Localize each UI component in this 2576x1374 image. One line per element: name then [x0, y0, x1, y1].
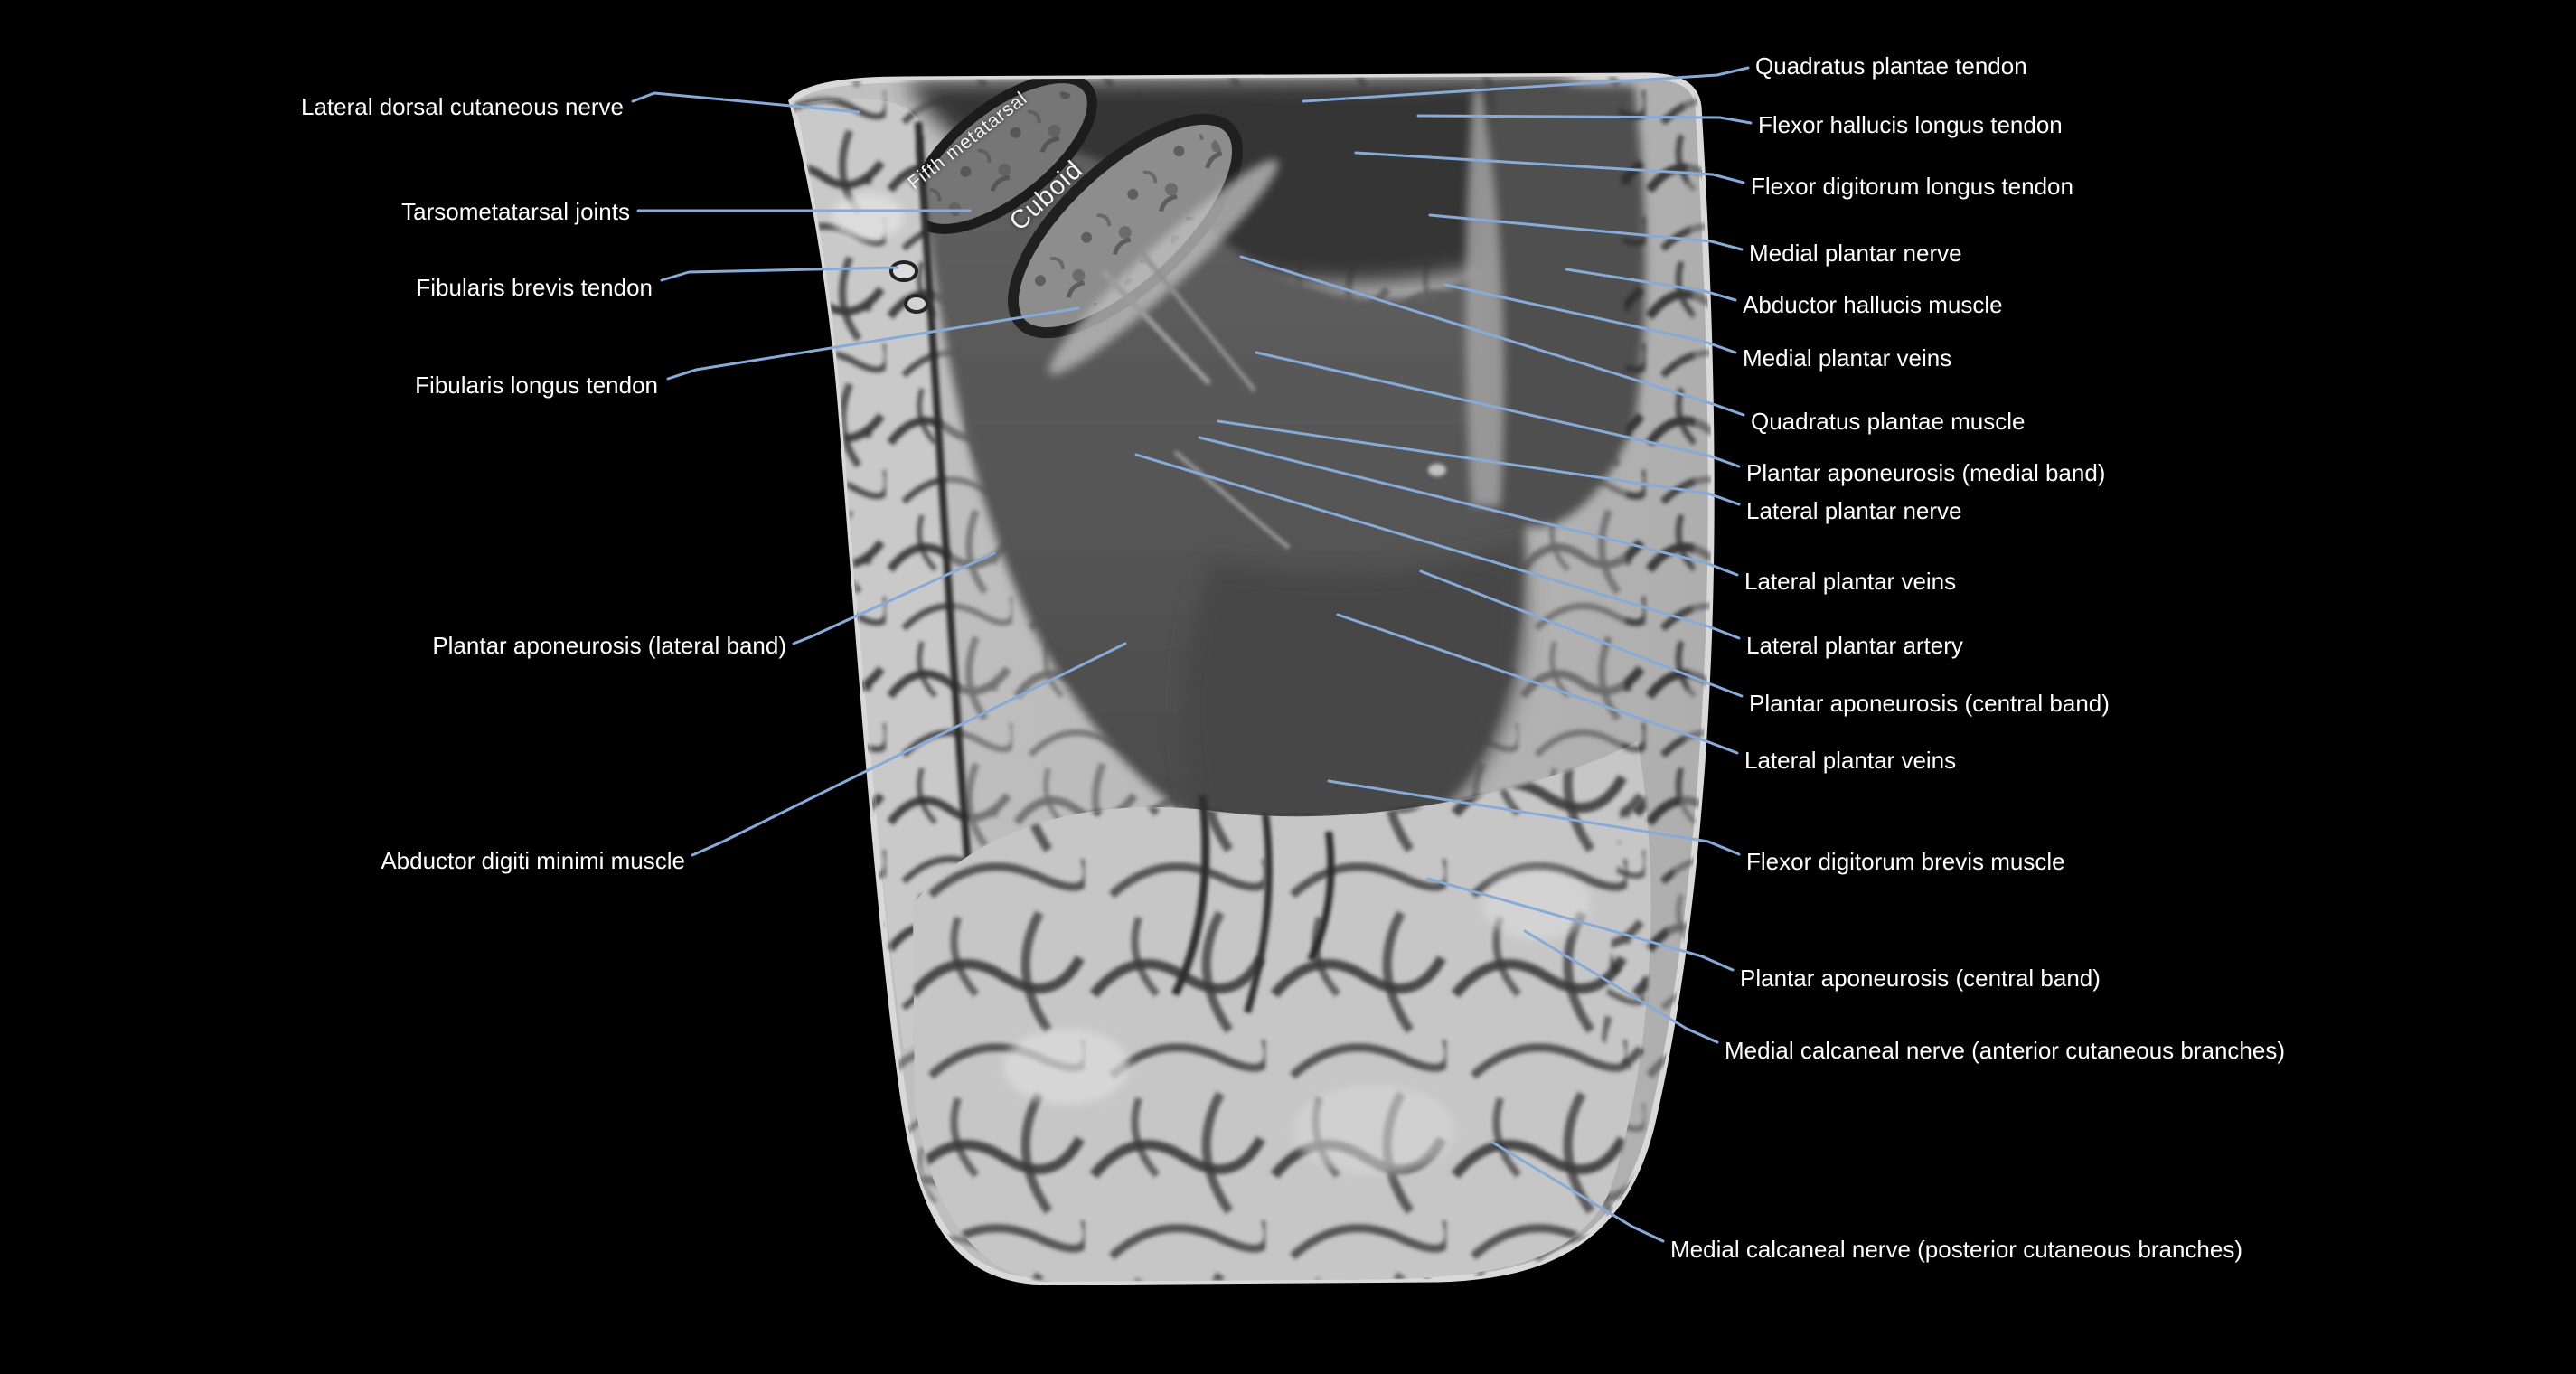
bone-label: Cuboid	[1003, 155, 1089, 237]
anatomy-label: Fibularis brevis tendon	[416, 274, 653, 301]
anatomy-label: Flexor digitorum brevis muscle	[1746, 848, 2065, 875]
anatomy-label: Lateral plantar veins	[1744, 568, 1957, 595]
anatomy-label: Flexor hallucis longus tendon	[1758, 111, 2063, 138]
anatomy-label: Fibularis longus tendon	[415, 372, 658, 399]
anatomy-label: Lateral plantar artery	[1746, 632, 1963, 659]
anatomy-label: Tarsometatarsal joints	[401, 198, 630, 225]
anatomy-label: Medial plantar nerve	[1749, 240, 1962, 267]
anatomy-label: Lateral dorsal cutaneous nerve	[300, 93, 624, 120]
anatomy-label: Abductor digiti minimi muscle	[381, 847, 685, 874]
anatomy-label: Plantar aponeurosis (central band)	[1749, 690, 2110, 717]
anatomy-label: Medial plantar veins	[1743, 344, 1952, 372]
anatomy-label: Quadratus plantae tendon	[1755, 52, 2027, 80]
anatomy-label: Abductor hallucis muscle	[1743, 291, 2003, 318]
anatomy-label: Flexor digitorum longus tendon	[1751, 173, 2073, 200]
anatomy-label: Medial calcaneal nerve (posterior cutane…	[1670, 1236, 2243, 1263]
cuboid-bone	[1007, 113, 1279, 374]
anatomy-label: Medial calcaneal nerve (anterior cutaneo…	[1725, 1037, 2286, 1064]
anatomy-label: Lateral plantar veins	[1744, 747, 1957, 774]
anatomy-label: Plantar aponeurosis (medial band)	[1746, 459, 2106, 486]
anatomy-label: Quadratus plantae muscle	[1751, 408, 2026, 435]
anatomy-label: Lateral plantar nerve	[1746, 497, 1962, 524]
anatomy-label: Plantar aponeurosis (central band)	[1740, 965, 2101, 992]
anatomy-label: Plantar aponeurosis (lateral band)	[432, 632, 786, 659]
bone-label: Fifth metatarsal	[904, 88, 1032, 194]
